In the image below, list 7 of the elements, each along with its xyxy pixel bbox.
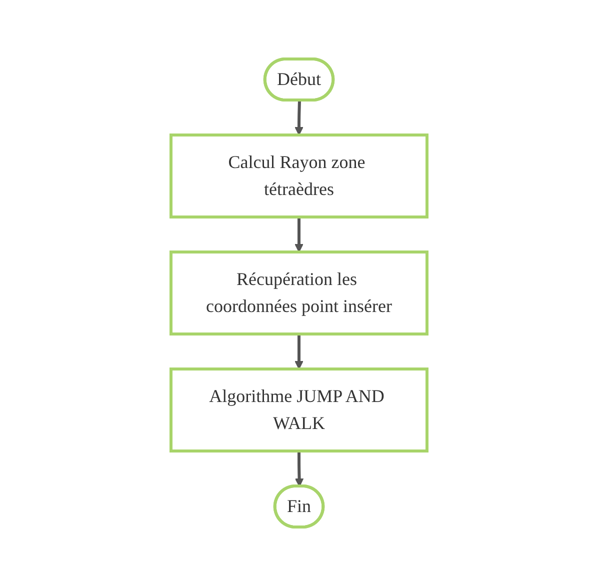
node-box: Algorithme JUMP AND WALK — [169, 368, 428, 452]
node-box: Récupération les coordonnées point insérer — [169, 250, 428, 336]
arrow — [294, 100, 303, 136]
arrow — [294, 217, 303, 252]
arrow — [294, 451, 304, 487]
arrow — [294, 334, 303, 370]
node-box: Calcul Rayon zone tétraèdres — [169, 134, 428, 218]
